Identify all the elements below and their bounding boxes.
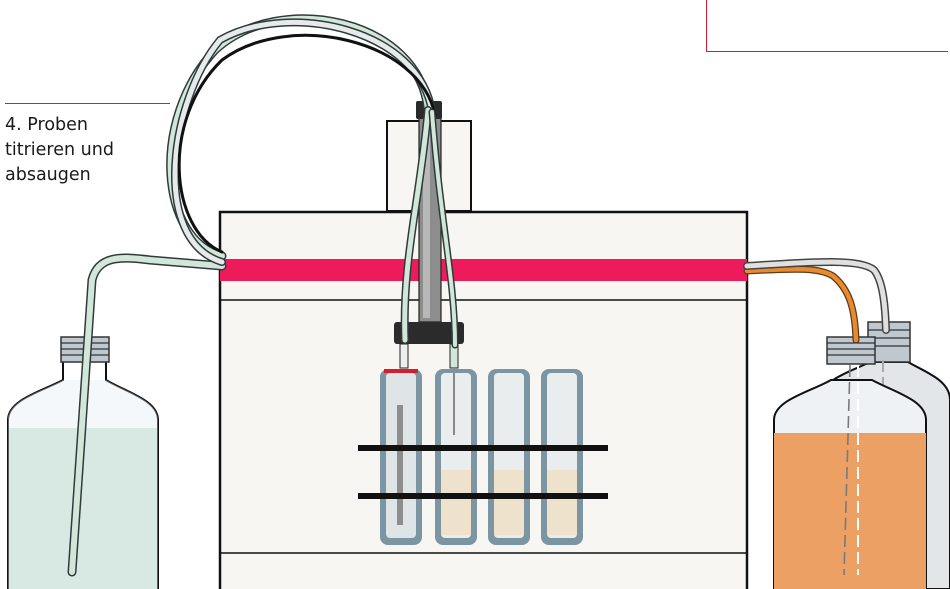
tubing-icon [67,14,890,577]
step-label: 4. Proben titrieren und absaugen [5,113,175,188]
device-band [220,259,747,281]
step-line-1: Proben [27,115,89,135]
sample-rack [358,369,608,545]
rack-bar-bottom [358,493,608,499]
step-line-2: titrieren und [5,140,114,160]
titrator-device [218,210,749,589]
sample-tube-icon [380,369,422,545]
info-box [706,0,948,52]
sample-tube-icon [541,369,583,545]
sample-tube-icon [488,369,530,545]
rack-bar-top [358,445,608,451]
step-label-rule [5,103,170,104]
sample-tube-icon [435,369,477,545]
waste-bottle-icon [773,336,927,589]
step-number: 4. [5,115,22,135]
step-line-3: absaugen [5,165,91,185]
